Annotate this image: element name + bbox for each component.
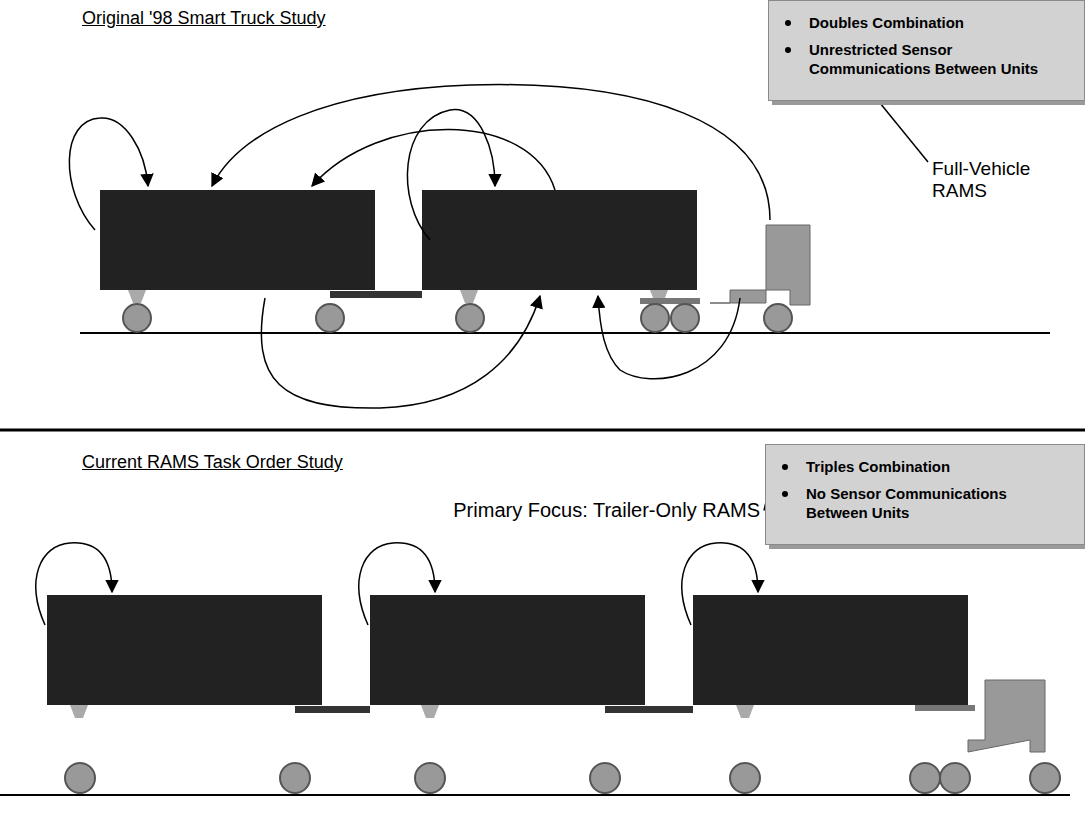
bullet-text: No Sensor Communications Between Units [806,484,1070,522]
divider-line [0,429,1085,432]
leader-line [880,103,928,162]
bullet-row: No Sensor Communications Between Units [780,484,1070,522]
bullet-text: Triples Combination [806,457,950,476]
bullet-text: Unrestricted Sensor Communications Betwe… [809,40,1070,78]
section-title: Original '98 Smart Truck Study [82,8,326,29]
bullet-text: Doubles Combination [809,13,964,32]
self-arrows [36,543,758,625]
sensor-arrows [69,85,770,409]
bullet-dot [785,20,791,26]
bullet-row: Doubles Combination [783,13,1070,32]
bullet-dot [782,464,788,470]
bullet-row: Unrestricted Sensor Communications Betwe… [783,40,1070,78]
triples-truck [0,595,1070,795]
section-title: Current RAMS Task Order Study [82,452,343,473]
bullet-row: Triples Combination [780,457,1070,476]
bullet-dot [782,491,788,497]
callout-label: Full-Vehicle RAMS [932,158,1072,202]
bullet-dot [785,47,791,53]
note-box: Doubles CombinationUnrestricted Sensor C… [768,0,1085,101]
callout-label: Primary Focus: Trailer-Only RAMS [453,499,760,522]
doubles-truck [80,190,1050,333]
note-box: Triples Combination No Sensor Communicati… [765,444,1085,545]
